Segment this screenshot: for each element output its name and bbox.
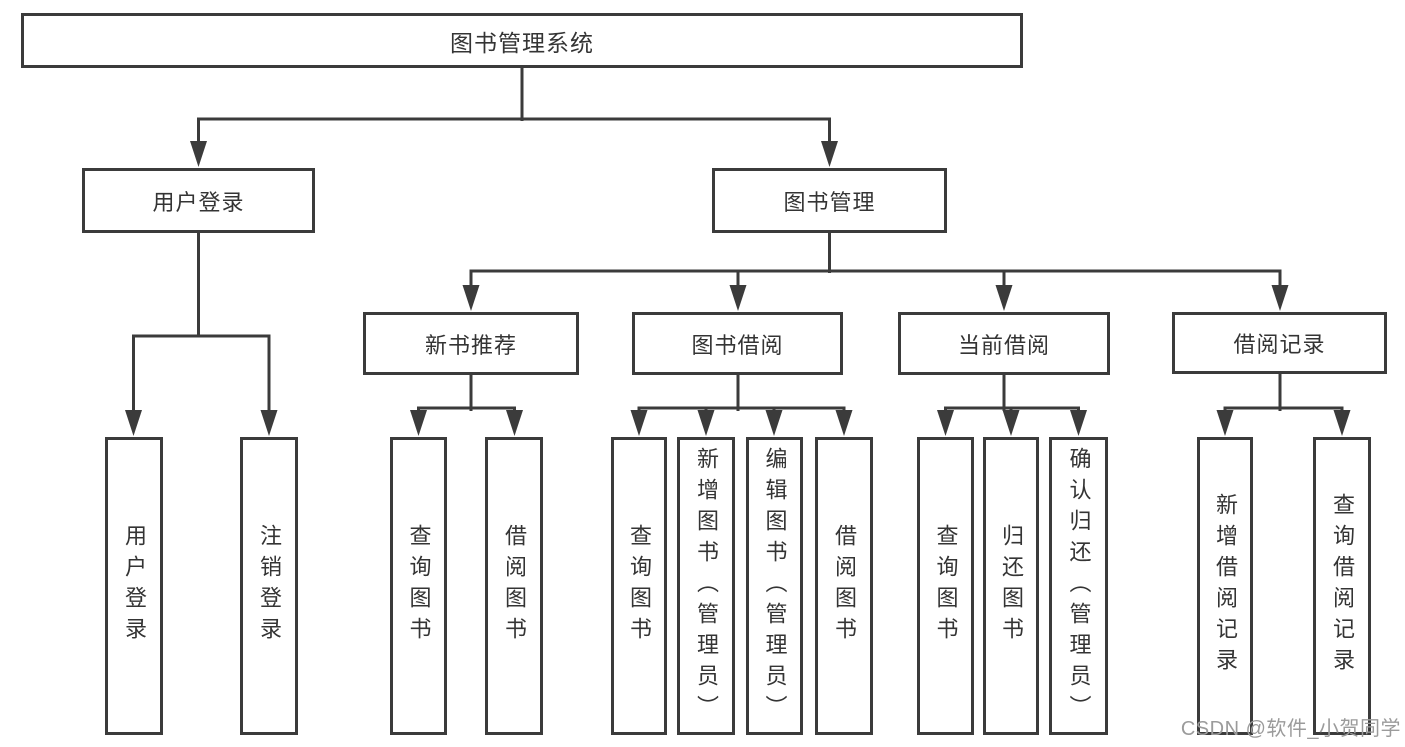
arrowhead-icon [260, 410, 278, 436]
node-borrow-records: 借阅记录 [1172, 312, 1387, 374]
node-root-label: 图书管理系统 [450, 29, 594, 56]
connector-line [1223, 406, 1344, 416]
arrowhead-icon [1002, 410, 1020, 436]
leaf-query-books-current-label: 查询图书 [933, 524, 959, 648]
node-book-borrowing: 图书借阅 [632, 312, 843, 375]
arrowhead-icon [462, 285, 480, 311]
leaf-add-borrow-record: 新增借阅记录 [1197, 437, 1253, 735]
arrowhead-icon [765, 410, 783, 436]
leaf-borrow-books-borrowing: 借阅图书 [815, 437, 873, 735]
node-book-borrowing-label: 图书借阅 [691, 332, 784, 358]
node-book-management: 图书管理 [712, 168, 947, 233]
connector-line [132, 334, 271, 414]
arrowhead-icon [729, 285, 747, 311]
leaf-query-books-recommend-label: 查询图书 [406, 524, 432, 648]
node-user-login-label: 用户登录 [152, 189, 245, 215]
leaf-user-login-label: 用户登录 [122, 524, 147, 648]
leaf-confirm-return-admin-label: 确认归还（管理员） [1066, 446, 1092, 726]
arrowhead-icon [697, 410, 715, 436]
connector-line [197, 117, 831, 144]
arrowhead-icon [821, 141, 838, 167]
leaf-query-books-borrowing-label: 查询图书 [627, 524, 652, 648]
arrowhead-icon [1333, 410, 1351, 436]
arrowhead-icon [995, 285, 1013, 311]
node-new-book-recommend-label: 新书推荐 [424, 332, 517, 358]
arrowhead-icon [1070, 410, 1087, 436]
leaf-add-book-admin-label: 新增图书（管理员） [694, 446, 719, 726]
arrowhead-icon [1216, 410, 1234, 436]
leaf-add-book-admin: 新增图书（管理员） [677, 437, 735, 735]
leaf-borrow-books-recommend-label: 借阅图书 [502, 524, 527, 648]
leaf-edit-book-admin: 编辑图书（管理员） [746, 437, 803, 735]
connector-line [469, 269, 1282, 290]
node-root: 图书管理系统 [21, 13, 1023, 68]
watermark: CSDN @软件_小贺同学 [1180, 718, 1401, 740]
node-borrow-records-label: 借阅记录 [1233, 332, 1326, 357]
leaf-query-borrow-record: 查询借阅记录 [1313, 437, 1371, 735]
leaf-confirm-return-admin: 确认归还（管理员） [1049, 437, 1108, 735]
arrowhead-icon [1271, 285, 1289, 311]
node-current-borrowing-label: 当前借阅 [957, 332, 1050, 358]
arrowhead-icon [937, 410, 954, 436]
connector-line [417, 406, 516, 416]
leaf-borrow-books-recommend: 借阅图书 [485, 437, 543, 735]
leaf-logout: 注销登录 [240, 437, 298, 735]
node-new-book-recommend: 新书推荐 [363, 312, 579, 375]
leaf-query-books-borrowing: 查询图书 [611, 437, 667, 735]
leaf-edit-book-admin-label: 编辑图书（管理员） [762, 446, 788, 726]
arrowhead-icon [835, 410, 853, 436]
leaf-return-book-label: 归还图书 [999, 524, 1024, 648]
node-user-login: 用户登录 [82, 168, 315, 233]
arrowhead-icon [410, 410, 427, 436]
leaf-query-borrow-record-label: 查询借阅记录 [1330, 493, 1355, 679]
leaf-query-books-current: 查询图书 [917, 437, 974, 735]
arrowhead-icon [125, 410, 142, 436]
leaf-return-book: 归还图书 [983, 437, 1039, 735]
arrowhead-icon [506, 410, 523, 436]
connector-line [637, 406, 846, 416]
node-book-management-label: 图书管理 [783, 189, 876, 215]
leaf-user-login: 用户登录 [105, 437, 163, 735]
node-current-borrowing: 当前借阅 [898, 312, 1110, 375]
arrowhead-icon [190, 141, 207, 167]
leaf-borrow-books-borrowing-label: 借阅图书 [832, 524, 857, 648]
leaf-query-books-recommend: 查询图书 [390, 437, 447, 735]
leaf-add-borrow-record-label: 新增借阅记录 [1213, 493, 1238, 679]
leaf-logout-label: 注销登录 [257, 524, 282, 648]
arrowhead-icon [630, 410, 648, 436]
